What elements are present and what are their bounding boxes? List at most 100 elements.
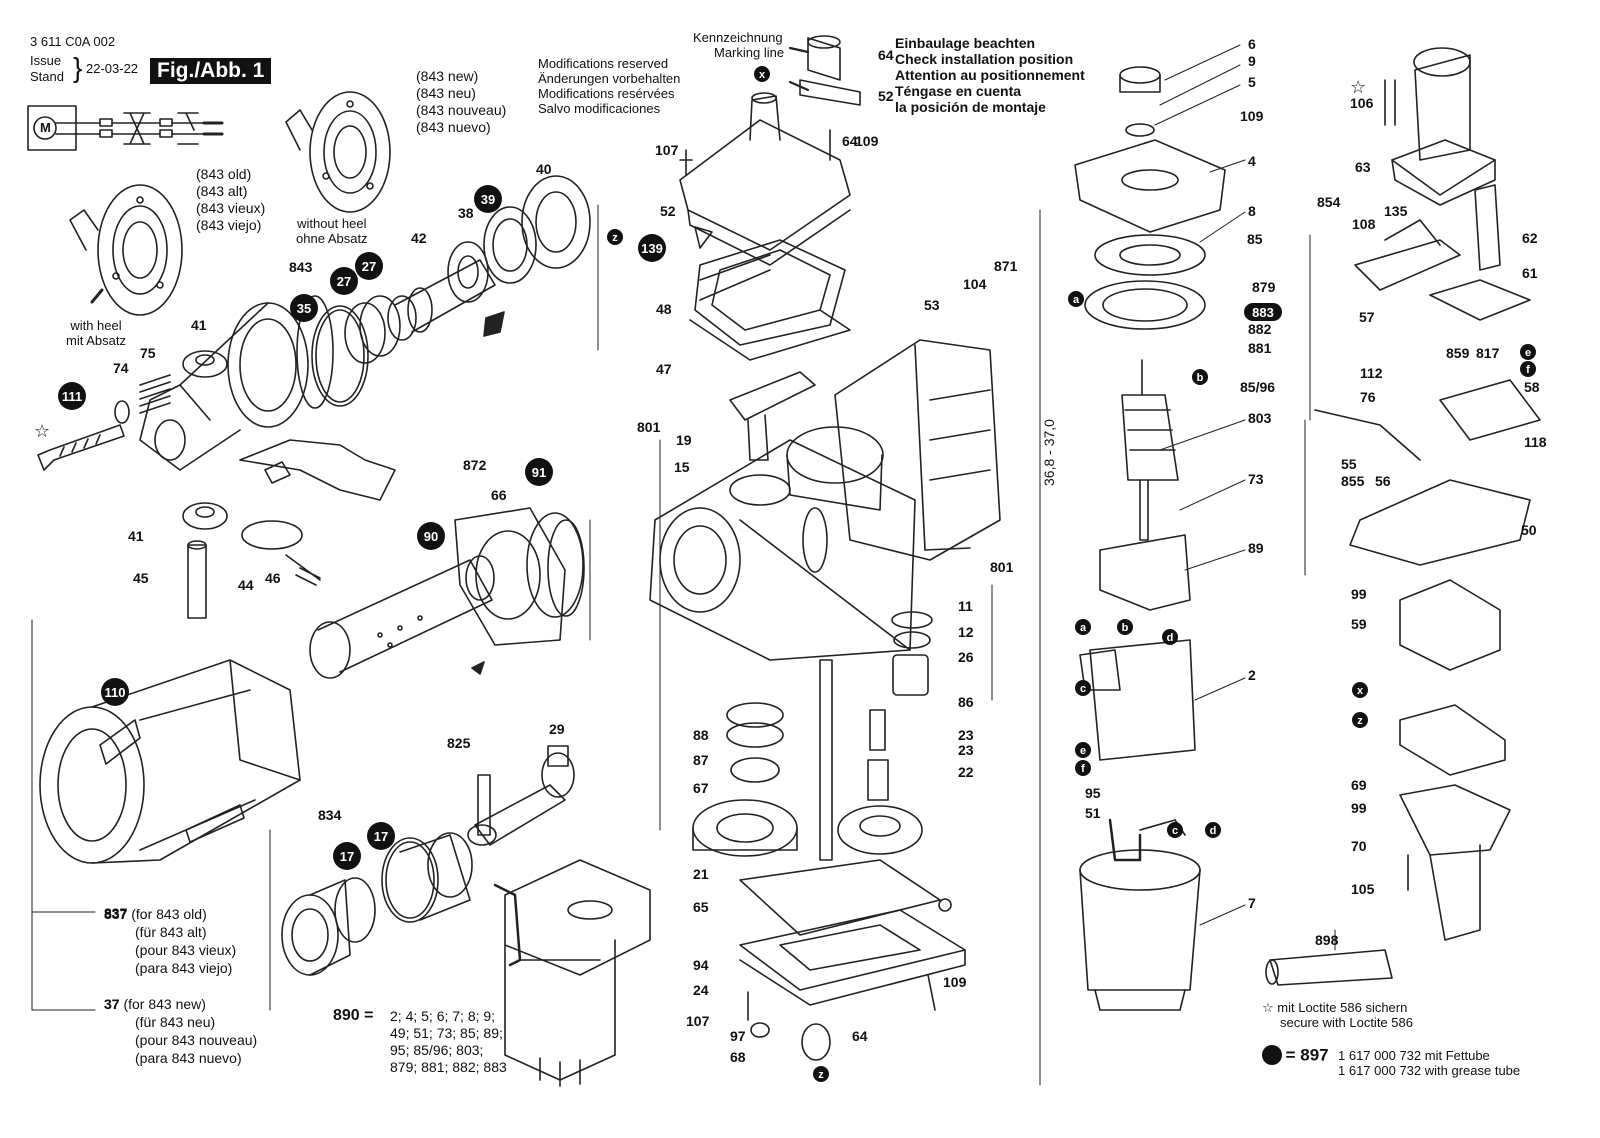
part-label-74: 74 (113, 360, 129, 376)
part-label-62: 62 (1522, 230, 1538, 246)
marker-f: f (1520, 361, 1536, 377)
gear-housing (649, 426, 916, 661)
spring-and-bolt (37, 374, 171, 471)
part-label-109: 109 (855, 133, 879, 149)
part-label-7: 7 (1248, 895, 1256, 911)
motor-assembly (493, 859, 651, 1087)
part-label-29: 29 (549, 721, 565, 737)
part-label-105: 105 (1351, 881, 1375, 897)
marker-z: z (1352, 712, 1368, 728)
svg-text:x: x (759, 69, 766, 81)
part-label-21: 21 (693, 866, 709, 882)
part-label-108: 108 (1352, 216, 1376, 232)
marker-c: c (1075, 680, 1091, 696)
svg-text:110: 110 (105, 685, 126, 700)
part-label-59: 59 (1351, 616, 1367, 632)
svg-text:z: z (612, 232, 618, 244)
part-label-99: 99 (1351, 800, 1367, 816)
part-label-898: 898 (1315, 932, 1339, 948)
part-label-63: 63 (1355, 159, 1371, 175)
svg-text:35: 35 (297, 301, 311, 316)
svg-text:a: a (1073, 294, 1080, 306)
part-label-109: 109 (943, 974, 967, 990)
part-label-5: 5 (1248, 74, 1256, 90)
marker-b: b (1192, 369, 1208, 385)
part-label-42: 42 (411, 230, 427, 246)
part-label-47: 47 (656, 361, 672, 377)
part-label-109: 109 (1240, 108, 1264, 124)
svg-text:111: 111 (62, 389, 82, 404)
brace: } (73, 52, 83, 83)
part-label-107: 107 (686, 1013, 710, 1029)
part-label-872: 872 (463, 457, 487, 473)
doc-number: 3 611 C0A 002 (30, 34, 116, 49)
part-label-41: 41 (128, 528, 144, 544)
svg-text:z: z (818, 1069, 824, 1081)
svg-text:d: d (1210, 825, 1217, 837)
marker-e: e (1075, 742, 1091, 758)
part-label-48: 48 (656, 301, 672, 317)
flange-old (69, 184, 183, 316)
part-label-106: 106 (1350, 95, 1374, 111)
outer-housing-110 (39, 659, 301, 864)
o-rings (311, 295, 401, 407)
grease-dot-icon (1262, 1045, 1282, 1065)
grease-point-35: 35 (290, 294, 318, 322)
grease-point-17: 17 (333, 842, 361, 870)
part-label-75: 75 (140, 345, 156, 361)
marker-x: x (754, 66, 770, 82)
svg-text:27: 27 (337, 274, 351, 289)
part-label-94: 94 (693, 957, 709, 973)
grease-point-110: 110 (101, 678, 129, 706)
grease-point-139: 139 (638, 234, 666, 262)
part-label-834: 834 (318, 807, 342, 823)
part-label-73: 73 (1248, 471, 1264, 487)
svg-text:f: f (1081, 763, 1085, 775)
grease-point-90: 90 (417, 522, 445, 550)
part-label-817: 817 (1476, 345, 1500, 361)
star-icon: ☆ (34, 421, 51, 441)
part-label-825: 825 (447, 735, 471, 751)
part-837-note: 837 (for 843 old) (für 843 alt) (pour 84… (104, 906, 237, 976)
marker-f: f (1075, 760, 1091, 776)
dimension-label: 36,8 - 37,0 (1041, 419, 1057, 486)
part-label-64: 64 (842, 133, 858, 149)
svg-text:a: a (1080, 622, 1087, 634)
part-label-6: 6 (1248, 36, 1256, 52)
part-label-56: 56 (1375, 473, 1391, 489)
motor-schematic (27, 105, 224, 151)
svg-text:b: b (1197, 372, 1204, 384)
lever (239, 439, 396, 586)
part-label-51: 51 (1085, 805, 1101, 821)
part-label-12: 12 (958, 624, 974, 640)
part-label-859: 859 (1446, 345, 1470, 361)
part-label-854: 854 (1317, 194, 1341, 210)
part-label-85/96: 85/96 (1240, 379, 1275, 395)
pin-45 (187, 540, 207, 619)
part-label-37: 37 (104, 996, 120, 1012)
set-890-list: 2; 4; 5; 6; 7; 8; 9;49; 51; 73; 85; 89; … (390, 1008, 507, 1075)
svg-text:883: 883 (1252, 305, 1274, 320)
part-label-23: 23 (958, 742, 974, 758)
part-label-803: 803 (1248, 410, 1272, 426)
marker-d: d (1162, 629, 1178, 645)
part-label-55: 55 (1341, 456, 1357, 472)
part-label-76: 76 (1360, 389, 1376, 405)
marker-z: z (813, 1066, 829, 1082)
flange-new (285, 91, 391, 213)
grease-note: = 897 (1262, 1045, 1329, 1065)
part-label-45: 45 (133, 570, 149, 586)
part-label-801: 801 (637, 419, 661, 435)
part-label-57: 57 (1359, 309, 1375, 325)
part-label-64: 64 (852, 1028, 868, 1044)
part-label-855: 855 (1341, 473, 1365, 489)
part-label-2: 2 (1248, 667, 1256, 683)
svg-text:90: 90 (424, 529, 438, 544)
part-label-69: 69 (1351, 777, 1367, 793)
part-label-67: 67 (693, 780, 709, 796)
loctite-note: ☆ mit Loctite 586 sichern secure with Lo… (1262, 1000, 1413, 1030)
part-label-41: 41 (191, 317, 207, 333)
part-label-26: 26 (958, 649, 974, 665)
